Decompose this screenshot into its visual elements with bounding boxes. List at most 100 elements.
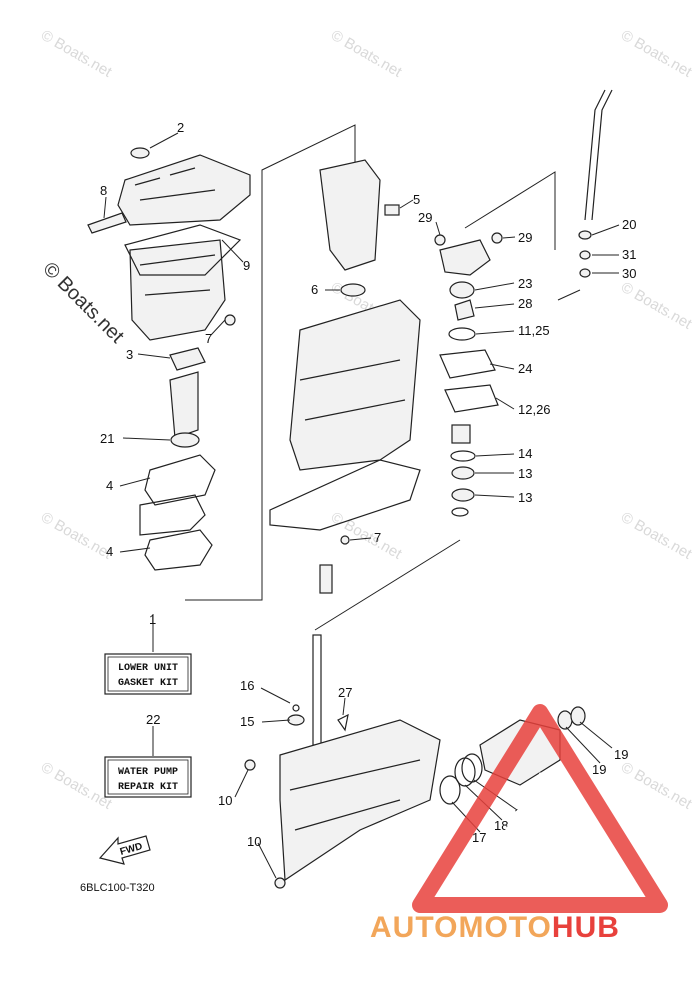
seal-part-19b	[570, 706, 586, 726]
callout: 13	[518, 490, 532, 505]
callout: 4	[106, 544, 113, 559]
impeller-part-28	[454, 299, 475, 321]
water-tube	[578, 89, 613, 278]
callout: 8	[100, 183, 107, 198]
leader-lines	[103, 132, 620, 879]
callout: 9	[243, 258, 250, 273]
water-pump-repair-kit-box: WATER PUMP REPAIR KIT	[104, 756, 192, 798]
kit-label-line1: WATER PUMP	[118, 767, 178, 778]
seal-part-19a	[557, 710, 573, 730]
watermark: © Boats.net	[618, 759, 695, 813]
callout: 31	[622, 247, 636, 262]
seal-part-6	[340, 283, 366, 297]
bolt-part-7b	[340, 535, 350, 545]
watermark: © Boats.net	[618, 27, 695, 81]
oring-part-17	[439, 775, 461, 805]
callout: 15	[240, 714, 254, 729]
callout: 19	[592, 762, 606, 777]
callout: 23	[518, 276, 532, 291]
bolt-part-10b	[274, 877, 286, 889]
kit-label-line1: LOWER UNIT	[118, 663, 178, 674]
bracket-pump	[464, 171, 556, 250]
callout: 6	[311, 282, 318, 297]
bracket-upper-left	[185, 124, 356, 601]
callout: 30	[622, 266, 636, 281]
oring-part-11	[448, 327, 476, 341]
callout: 10	[218, 793, 232, 808]
bracket-tube	[557, 289, 581, 301]
callout: 14	[518, 446, 532, 461]
gasket-part-8	[87, 212, 127, 234]
part-27	[337, 713, 349, 732]
callout: 7	[374, 530, 381, 545]
bracket-shaft	[314, 539, 461, 631]
drive-shaft	[312, 634, 322, 746]
pump-housing	[439, 239, 491, 276]
group-brackets	[185, 124, 581, 631]
fwd-arrow-icon: FWD	[98, 835, 151, 865]
watermark: © Boats.net	[618, 279, 695, 333]
callout: 24	[518, 361, 532, 376]
callout: 7	[205, 331, 212, 346]
callout: 29	[418, 210, 432, 225]
kit-label-line2: GASKET KIT	[118, 678, 178, 689]
watermark: © Boats.net	[328, 509, 405, 563]
callout: 2	[177, 120, 184, 135]
brand-text-part1: AUTOMOTOHUB	[370, 911, 620, 944]
callout: 4	[106, 478, 113, 493]
callout: 10	[247, 834, 261, 849]
watermark: © Boats.net	[328, 27, 405, 81]
exhaust-guide	[269, 159, 421, 594]
seal-part-31	[579, 250, 591, 260]
callout: 13	[518, 466, 532, 481]
callout: 22	[146, 712, 160, 727]
gasket-part-3	[169, 347, 206, 371]
watermark: © Boats.net	[38, 509, 115, 563]
callout: 27	[338, 685, 352, 700]
plug-part-15	[287, 714, 305, 726]
watermark-large: © Boats.net	[38, 258, 128, 348]
oring-part-18b	[461, 753, 483, 783]
gasket-part-4a	[144, 454, 216, 506]
callout: 17	[472, 830, 486, 845]
seal-part-13b	[451, 488, 475, 502]
plate-part-12	[444, 384, 499, 413]
diagram-code: 6BLC100-T320	[80, 882, 155, 894]
insert-part-23	[449, 281, 475, 299]
plate-middle	[139, 494, 206, 536]
callout: 19	[614, 747, 628, 762]
callout: 21	[100, 431, 114, 446]
seal-part-2	[130, 147, 150, 159]
gasket-stack	[139, 432, 216, 571]
callout: 16	[240, 678, 254, 693]
callout: 28	[518, 296, 532, 311]
oring-part-14	[450, 450, 476, 462]
gasket-part-9	[124, 224, 242, 276]
watermark: © Boats.net	[38, 27, 115, 81]
pump-base	[451, 424, 471, 444]
seal-part-30	[579, 268, 591, 278]
seal-part-13a	[451, 466, 475, 480]
callout: 18	[494, 818, 508, 833]
watermark: © Boats.net	[618, 509, 695, 563]
bolt-part-7	[224, 314, 236, 326]
gasket-part-16	[292, 704, 300, 712]
callout: 12,26	[518, 402, 551, 417]
callout-labels: 2 8 9 7 3 21 4 4 5 6 29 29 20 31 30 23 2…	[100, 120, 636, 849]
gasket-part-24	[439, 349, 496, 379]
brand-logo: AUTOMOTOHUB	[370, 704, 668, 944]
bolt-part-10a	[244, 759, 256, 771]
kit-label-line2: REPAIR KIT	[118, 782, 178, 793]
upper-casing	[87, 147, 251, 439]
grommet-part-20	[578, 230, 592, 240]
lower-unit-gasket-kit-box: LOWER UNIT GASKET KIT	[104, 653, 192, 695]
part-5	[384, 204, 400, 216]
callout: 3	[126, 347, 133, 362]
callout: 5	[413, 192, 420, 207]
seal-part-21	[170, 432, 200, 448]
watermark: © Boats.net	[38, 759, 115, 813]
water-pump-stack	[434, 232, 503, 517]
gasket-part-4b	[144, 529, 213, 571]
